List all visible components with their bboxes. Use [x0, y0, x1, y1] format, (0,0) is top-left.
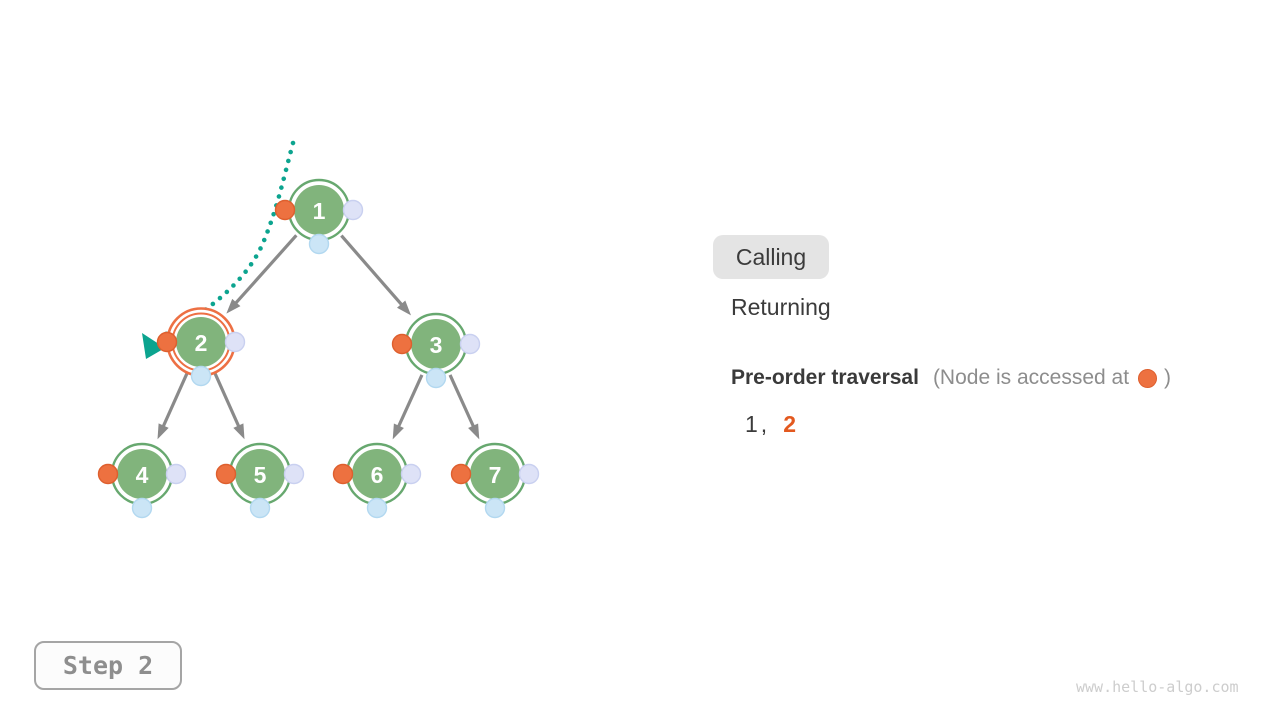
sequence-value: 1 [745, 411, 758, 437]
access-dot-icon [97, 463, 119, 485]
tree-edge [448, 374, 475, 428]
tree-node-4: 4 [97, 442, 187, 519]
tree-edge-arrowhead-icon [157, 423, 169, 440]
tree-edge [161, 372, 189, 428]
tree-edge [234, 234, 298, 305]
access-dot-icon [450, 463, 472, 485]
tree-edge [397, 374, 424, 428]
tree-edge [340, 234, 404, 306]
traversal-header: Pre-order traversal (Node is accessed at… [731, 366, 1171, 390]
tree-node-5: 5 [215, 442, 305, 519]
tree-edge-arrowhead-icon [233, 423, 245, 440]
node-label: 4 [136, 462, 149, 488]
watermark: www.hello-algo.com [1076, 678, 1239, 696]
node-body [470, 449, 520, 499]
traversal-note-prefix: (Node is accessed at [932, 366, 1130, 389]
traversal-note: (Node is accessed at ) [933, 366, 1171, 390]
recursion-trace-arrowhead-icon [142, 333, 165, 359]
access-dot-icon [274, 199, 296, 221]
tree-node-7: 7 [450, 442, 540, 519]
node-body [235, 449, 285, 499]
access-dot-icon [215, 463, 237, 485]
step-indicator-label: Step 2 [62, 651, 154, 680]
right-marker-dot-icon [342, 199, 364, 221]
access-dot-icon [156, 331, 178, 353]
node-body [294, 185, 344, 235]
access-dot-icon [332, 463, 354, 485]
recursion-trace-dotted-path [161, 140, 296, 338]
tree-edge-arrowhead-icon [396, 300, 412, 316]
access-dot-icon [391, 333, 413, 355]
node-body [117, 449, 167, 499]
tree-edge [213, 372, 241, 428]
step-indicator: Step 2 [34, 641, 182, 690]
legend-returning: Returning [731, 294, 831, 320]
node-body [176, 317, 226, 367]
bottom-marker-dot-icon [249, 497, 271, 519]
bottom-marker-dot-icon [366, 497, 388, 519]
right-marker-dot-icon [165, 463, 187, 485]
node-label: 2 [195, 330, 208, 356]
right-marker-dot-icon [459, 333, 481, 355]
right-marker-dot-icon [518, 463, 540, 485]
tree-edge-arrowhead-icon [226, 298, 241, 314]
right-marker-dot-icon [224, 331, 246, 353]
bottom-marker-dot-icon [308, 233, 330, 255]
node-label: 7 [489, 462, 502, 488]
node-body [352, 449, 402, 499]
traversal-note-suffix: ) [1164, 366, 1172, 389]
tree-node-1: 1 [274, 178, 364, 255]
node-label: 5 [254, 462, 267, 488]
node-body [411, 319, 461, 369]
node-label: 1 [313, 198, 326, 224]
tree-node-6: 6 [332, 442, 422, 519]
access-dot-icon [1138, 368, 1158, 388]
tree-node-3: 3 [391, 312, 481, 389]
legend-calling-label: Calling [735, 243, 807, 270]
right-marker-dot-icon [400, 463, 422, 485]
traversal-title: Pre-order traversal [731, 366, 919, 389]
tree-edge-arrowhead-icon [468, 423, 480, 440]
bottom-marker-dot-icon [190, 365, 212, 387]
node-label: 6 [371, 462, 384, 488]
legend-calling: Calling [713, 235, 829, 279]
sequence-separator: , [760, 411, 768, 437]
bottom-marker-dot-icon [131, 497, 153, 519]
node-label: 3 [430, 332, 443, 358]
sequence-value: 2 [783, 411, 796, 437]
tree-node-2: 2 [156, 307, 246, 387]
right-marker-dot-icon [283, 463, 305, 485]
traversal-sequence: 1,2 [742, 411, 799, 438]
tree-edge-arrowhead-icon [392, 423, 404, 440]
bottom-marker-dot-icon [425, 367, 447, 389]
bottom-marker-dot-icon [484, 497, 506, 519]
